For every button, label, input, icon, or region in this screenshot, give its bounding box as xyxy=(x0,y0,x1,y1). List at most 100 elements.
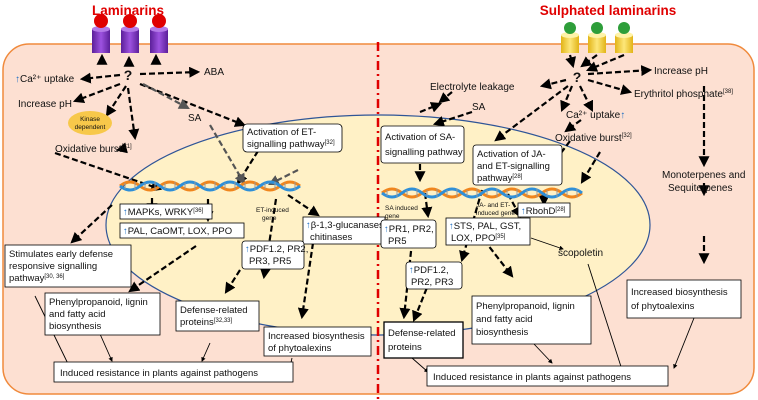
right-rboh-box: ↑RbohD[28] xyxy=(517,202,571,218)
sulphated-ligand xyxy=(618,22,630,34)
svg-text:Induced resistance in plants a: Induced resistance in plants against pat… xyxy=(433,372,631,383)
svg-text:↑MAPKs, WRKY[36]: ↑MAPKs, WRKY[36] xyxy=(123,207,204,218)
svg-text:Phenylpropanoid, lignin: Phenylpropanoid, lignin xyxy=(476,301,575,312)
left-dna-helix xyxy=(119,180,301,192)
left-defense-box: Defense-related proteins[32,33] xyxy=(175,300,260,332)
right-sa-gene-label: SA induced xyxy=(385,205,418,212)
svg-text:↑PR1, PR2,: ↑PR1, PR2, xyxy=(384,224,434,235)
svg-text:pathway[28]: pathway[28] xyxy=(477,173,523,184)
svg-text:signalling pathway: signalling pathway xyxy=(385,147,463,158)
svg-text:PR5: PR5 xyxy=(388,236,406,247)
right-phenylpropanoid-box: Phenylpropanoid, lignin and fatty acid b… xyxy=(471,295,592,345)
svg-text:Activation of SA-: Activation of SA- xyxy=(385,132,455,143)
sulphated-receptors xyxy=(561,22,633,53)
svg-text:PR2, PR3: PR2, PR3 xyxy=(411,277,453,288)
svg-text:Activation of JA-: Activation of JA- xyxy=(477,149,546,160)
right-electrolyte: Electrolyte leakage xyxy=(430,82,515,93)
right-increase-ph: Increase pH xyxy=(654,66,708,77)
right-sa-gene-label-2: gene xyxy=(385,213,400,220)
svg-text:and fatty acid: and fatty acid xyxy=(476,314,533,325)
svg-text:biosynthesis: biosynthesis xyxy=(476,327,529,338)
left-ca-uptake: ↑Ca²⁺ uptake xyxy=(15,74,75,85)
svg-text:Stimulates early defense: Stimulates early defense xyxy=(9,249,113,260)
svg-text:proteins[32,33]: proteins[32,33] xyxy=(180,317,232,328)
left-et-box: Activation of ET- signalling pathway[32] xyxy=(242,123,343,153)
laminarin-receptors xyxy=(92,14,168,53)
svg-text:of phytoalexins: of phytoalexins xyxy=(268,343,332,354)
right-pdf-box: ↑PDF1.2, PR2, PR3 xyxy=(405,261,463,290)
left-et-gene-label: ET-induced xyxy=(256,207,289,214)
svg-text:↑RbohD[28]: ↑RbohD[28] xyxy=(521,206,566,217)
right-ja-gene-label: JA- and ET- xyxy=(476,202,510,209)
svg-text:signalling pathway[32]: signalling pathway[32] xyxy=(247,139,335,150)
left-induced-box: Induced resistance in plants against pat… xyxy=(53,361,294,383)
svg-text:and fatty acid: and fatty acid xyxy=(49,309,106,320)
right-sa: SA xyxy=(472,102,486,113)
svg-text:chitinases: chitinases xyxy=(310,232,352,243)
right-pr-box: ↑PR1, PR2, PR5 xyxy=(380,219,437,249)
right-title: Sulphated laminarins xyxy=(540,3,677,18)
right-phytoalexins-box: Increased biosynthesis of phytoalexins xyxy=(626,279,742,319)
left-glucanase-box: ↑β-1,3-glucanases chitinases xyxy=(302,216,386,245)
svg-text:Kinase: Kinase xyxy=(80,116,100,123)
right-defense-box: Defense-related proteins xyxy=(383,321,464,359)
left-stimulates-box: Stimulates early defense responsive sign… xyxy=(4,244,132,288)
kinase-dependent: Kinase dependent xyxy=(68,111,112,135)
right-sts-box: ↑STS, PAL, GST, LOX, PPO[35] xyxy=(445,217,531,246)
left-pal-box: ↑PAL, CaOMT, LOX, PPO xyxy=(119,222,245,239)
right-monoterpenes: Monoterpenes and Sequiterpenes xyxy=(662,170,745,194)
svg-text:↑PDF1.2,: ↑PDF1.2, xyxy=(409,265,449,276)
sulphated-ligand xyxy=(591,22,603,34)
svg-text:proteins: proteins xyxy=(388,342,422,353)
svg-text:responsive signalling: responsive signalling xyxy=(9,261,97,272)
svg-text:Activation of ET-: Activation of ET- xyxy=(247,127,316,138)
right-sa-box: Activation of SA- signalling pathway xyxy=(380,125,465,164)
svg-text:LOX, PPO[35]: LOX, PPO[35] xyxy=(451,233,506,244)
laminarin-ligand xyxy=(152,14,166,28)
svg-text:PR3, PR5: PR3, PR5 xyxy=(249,256,291,267)
right-thin-arrows xyxy=(411,237,695,377)
right-ja-gene-label-2: induced gene xyxy=(476,210,515,217)
svg-text:↑β-1,3-glucanases: ↑β-1,3-glucanases xyxy=(306,220,384,231)
left-phytoalexins-box: Increased biosynthesis of phytoalexins xyxy=(263,326,372,357)
svg-text:Monoterpenes and: Monoterpenes and xyxy=(662,170,745,181)
left-phenylpropanoid-box: Phenylpropanoid, lignin and fatty acid b… xyxy=(44,292,161,336)
svg-text:Induced resistance in plants a: Induced resistance in plants against pat… xyxy=(60,368,258,379)
svg-text:↑PDF1.2, PR2,: ↑PDF1.2, PR2, xyxy=(245,244,308,255)
laminarin-ligand xyxy=(123,14,137,28)
svg-text:Sequiterpenes: Sequiterpenes xyxy=(668,183,733,194)
svg-text:and ET-signalling: and ET-signalling xyxy=(477,161,550,172)
right-induced-box: Induced resistance in plants against pat… xyxy=(426,365,669,387)
left-sa-arrows xyxy=(142,83,299,185)
svg-text:biosynthesis: biosynthesis xyxy=(49,321,102,332)
svg-text:Increased biosynthesis: Increased biosynthesis xyxy=(631,287,728,298)
right-erythritol: Erythritol phosphate[38] xyxy=(634,89,733,100)
left-sa: SA xyxy=(188,113,202,124)
right-ja-box: Activation of JA- and ET-signalling path… xyxy=(472,144,563,186)
svg-text:↑PAL, CaOMT, LOX, PPO: ↑PAL, CaOMT, LOX, PPO xyxy=(123,226,232,237)
right-question-mark: ? xyxy=(573,69,582,85)
svg-text:Phenylpropanoid, lignin: Phenylpropanoid, lignin xyxy=(49,297,148,308)
svg-text:↑STS, PAL, GST,: ↑STS, PAL, GST, xyxy=(449,221,521,232)
left-pdf-box: ↑PDF1.2, PR2, PR3, PR5 xyxy=(241,240,308,270)
svg-text:of phytoalexins: of phytoalexins xyxy=(631,301,695,312)
right-arrows xyxy=(399,53,710,323)
svg-text:Defense-related: Defense-related xyxy=(388,328,456,339)
left-increase-ph: Increase pH xyxy=(18,99,72,110)
svg-text:pathway[30, 36]: pathway[30, 36] xyxy=(9,273,65,284)
right-scopoletin: scopoletin xyxy=(558,248,603,259)
right-oxidative-burst: Oxidative burst[32] xyxy=(555,133,632,144)
svg-text:dependent: dependent xyxy=(75,124,106,131)
sulphated-ligand xyxy=(564,22,576,34)
svg-text:Increased biosynthesis: Increased biosynthesis xyxy=(268,331,365,342)
svg-text:Defense-related: Defense-related xyxy=(180,305,248,316)
up-arrow-icon: ↑ xyxy=(620,110,625,121)
right-ca-uptake: Ca²⁺ uptake↑ xyxy=(566,110,625,121)
left-question-mark: ? xyxy=(124,67,133,83)
right-dna-helix xyxy=(381,187,583,199)
up-arrow-icon: ↑ xyxy=(15,74,20,85)
left-aba: ABA xyxy=(204,67,224,78)
left-oxidative-burst: Oxidative burst[31] xyxy=(55,144,132,155)
